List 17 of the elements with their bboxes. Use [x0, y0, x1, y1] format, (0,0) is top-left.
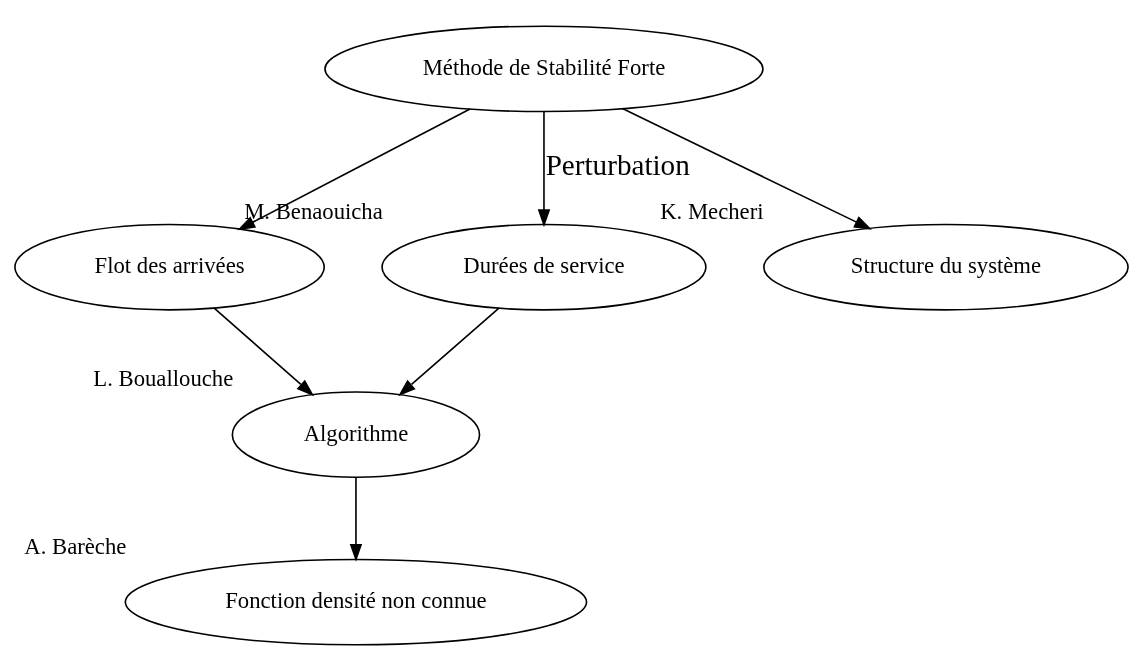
node-ellipse: Algorithme	[231, 391, 481, 479]
node-label: K. Mecheri	[660, 198, 764, 224]
arrow	[398, 307, 500, 397]
edge-label: Perturbation	[545, 149, 690, 182]
node-label: M. Benaouicha	[244, 198, 383, 224]
node-ellipse: Méthode de Stabilité Forte	[324, 25, 764, 113]
arrow	[349, 476, 363, 562]
node-label: A. Barèche	[24, 533, 127, 559]
node-label: L. Bouallouche	[93, 366, 234, 392]
node-ellipse: Structure du système	[763, 223, 1129, 311]
node-ellipse: Flot des arrivées	[14, 223, 325, 311]
node-ellipse: Durées de service	[381, 223, 707, 311]
node-ellipse: Fonction densité non connue	[124, 558, 588, 646]
arrow	[537, 110, 551, 228]
arrow	[237, 108, 471, 231]
arrow	[621, 107, 872, 230]
arrow	[213, 307, 315, 397]
